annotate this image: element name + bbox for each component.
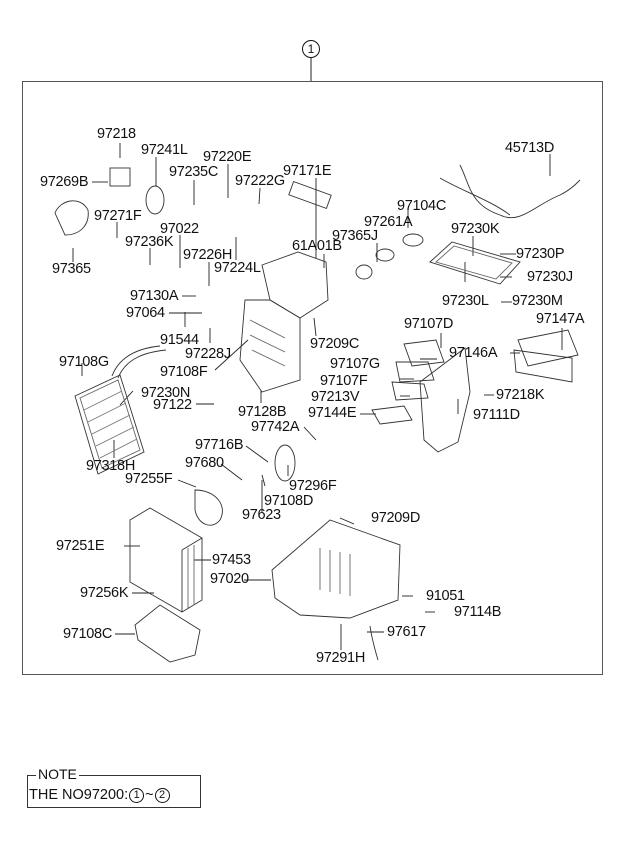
part-label: 97209D bbox=[371, 510, 420, 526]
part-label: 97064 bbox=[126, 305, 165, 321]
part-label: 97020 bbox=[210, 571, 249, 587]
part-label: 45713D bbox=[505, 140, 554, 156]
part-label: 61A01B bbox=[292, 238, 342, 254]
part-label: 97261A bbox=[364, 214, 413, 230]
part-label: 97224L bbox=[214, 260, 261, 276]
part-label: 97218 bbox=[97, 126, 136, 142]
part-label: 97235C bbox=[169, 164, 218, 180]
part-label: 97230M bbox=[512, 293, 563, 309]
part-label: 97171E bbox=[283, 163, 332, 179]
note-box bbox=[27, 775, 201, 808]
note-title: NOTE bbox=[36, 766, 79, 782]
part-label: 97230P bbox=[516, 246, 565, 262]
part-label: 97146A bbox=[449, 345, 498, 361]
part-label: 97742A bbox=[251, 419, 300, 435]
part-label: 97623 bbox=[242, 507, 281, 523]
range-start-circle: 1 bbox=[129, 787, 145, 803]
part-label: 97222G bbox=[235, 173, 285, 189]
part-label: 97108G bbox=[59, 354, 109, 370]
part-label: 97453 bbox=[212, 552, 251, 568]
leader-lines bbox=[72, 143, 563, 650]
part-label: 97291H bbox=[316, 650, 365, 666]
part-label: 97130A bbox=[130, 288, 179, 304]
part-outlines bbox=[54, 164, 581, 663]
part-label: 97251E bbox=[56, 538, 105, 554]
note-text: THE NO97200:1~2 bbox=[29, 787, 171, 803]
part-label: 97122 bbox=[153, 397, 192, 413]
part-label: 97213V bbox=[311, 389, 360, 405]
part-label: 97107D bbox=[404, 316, 453, 332]
part-label: 97241L bbox=[141, 142, 188, 158]
part-label: 97230J bbox=[527, 269, 573, 285]
part-label: 97617 bbox=[387, 624, 426, 640]
part-label: 97220E bbox=[203, 149, 252, 165]
part-label: 97209C bbox=[310, 336, 359, 352]
part-label: 97108C bbox=[63, 626, 112, 642]
part-label: 97128B bbox=[238, 404, 287, 420]
part-label: 97271F bbox=[94, 208, 142, 224]
part-label: 97108F bbox=[160, 364, 208, 380]
part-label: 97318H bbox=[86, 458, 135, 474]
part-label: 97218K bbox=[496, 387, 545, 403]
part-label: 91544 bbox=[160, 332, 199, 348]
part-label: 97365 bbox=[52, 261, 91, 277]
part-label: 97230L bbox=[442, 293, 489, 309]
part-label: 97236K bbox=[125, 234, 174, 250]
part-label: 97114B bbox=[454, 604, 502, 620]
part-label: 97230N bbox=[141, 385, 190, 401]
range-end-circle: 2 bbox=[154, 787, 170, 803]
part-label: 97022 bbox=[160, 221, 199, 237]
part-label: 97255F bbox=[125, 471, 173, 487]
part-label: 97269B bbox=[40, 174, 89, 190]
part-label: 97680 bbox=[185, 455, 224, 471]
part-label: 97716B bbox=[195, 437, 244, 453]
part-label: 97107F bbox=[320, 373, 368, 389]
part-label: 97365J bbox=[332, 228, 378, 244]
part-label: 91051 bbox=[426, 588, 465, 604]
diagram-frame bbox=[22, 81, 603, 675]
part-label: 97226H bbox=[183, 247, 232, 263]
part-label: 97230K bbox=[451, 221, 500, 237]
note-prefix: THE NO97200: bbox=[29, 787, 129, 803]
part-label: 97296F bbox=[289, 478, 337, 494]
part-label: 97104C bbox=[397, 198, 446, 214]
reference-number-callout: 1 bbox=[302, 40, 320, 58]
part-label: 97256K bbox=[80, 585, 129, 601]
part-label: 97144E bbox=[308, 405, 357, 421]
part-label: 97111D bbox=[473, 407, 520, 423]
part-label: 97107G bbox=[330, 356, 380, 372]
part-label: 97147A bbox=[536, 311, 585, 327]
range-separator: ~ bbox=[145, 787, 154, 803]
part-label: 97108D bbox=[264, 493, 313, 509]
part-label: 97228J bbox=[185, 346, 231, 362]
